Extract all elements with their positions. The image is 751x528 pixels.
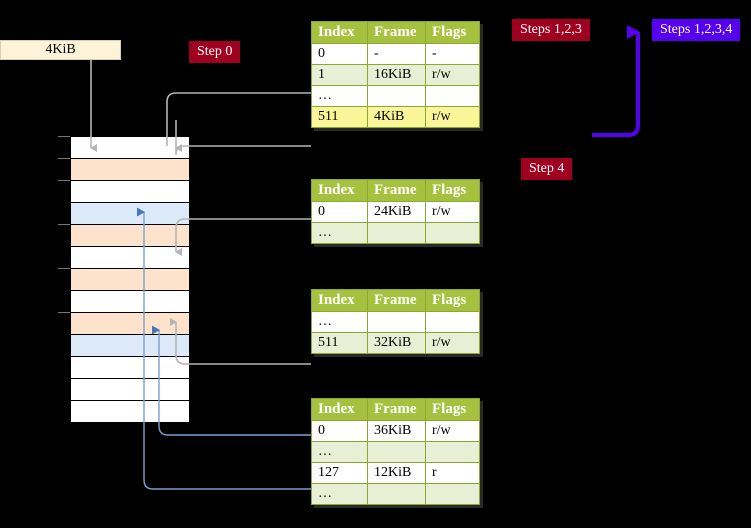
column-header-flags: Flags bbox=[425, 289, 480, 312]
badge-step4: Step 4 bbox=[521, 158, 573, 180]
cell-frame bbox=[367, 483, 426, 505]
memory-tick-6 bbox=[58, 268, 70, 269]
memory-frame-7 bbox=[70, 290, 190, 313]
column-header-frame: Frame bbox=[367, 179, 426, 202]
cell-flags: - bbox=[425, 43, 480, 65]
size-label-text: 4KiB bbox=[45, 42, 76, 57]
cell-index: 511 bbox=[311, 106, 368, 128]
cell-flags: r/w bbox=[425, 106, 480, 128]
cell-flags: r bbox=[425, 462, 480, 484]
memory-frame-2 bbox=[70, 180, 190, 203]
table-row: … bbox=[311, 85, 480, 107]
cell-flags bbox=[425, 483, 480, 505]
memory-frame-12 bbox=[70, 400, 190, 423]
column-header-flags: Flags bbox=[425, 179, 480, 202]
table-row: … bbox=[311, 311, 480, 333]
cell-flags bbox=[425, 222, 480, 244]
column-header-index: Index bbox=[311, 398, 368, 421]
cell-frame bbox=[367, 441, 426, 463]
cell-frame: 32KiB bbox=[367, 332, 426, 354]
memory-tick-2 bbox=[58, 180, 70, 181]
cell-index: 511 bbox=[311, 332, 368, 354]
badge-step0: Step 0 bbox=[189, 41, 241, 63]
cell-frame bbox=[367, 311, 426, 333]
connector-table2-to-memory bbox=[175, 218, 311, 256]
cell-index: … bbox=[311, 483, 368, 505]
cell-frame: 16KiB bbox=[367, 64, 426, 86]
cell-frame bbox=[367, 85, 426, 107]
badge-steps123: Steps 1,2,3 bbox=[512, 19, 590, 41]
column-header-flags: Flags bbox=[425, 398, 480, 421]
size-label-box: 4KiB bbox=[0, 40, 121, 60]
column-header-frame: Frame bbox=[367, 21, 426, 44]
cell-frame: 24KiB bbox=[367, 201, 426, 223]
memory-frame-8 bbox=[70, 312, 190, 335]
cell-flags: r/w bbox=[425, 64, 480, 86]
cell-frame: 4KiB bbox=[367, 106, 426, 128]
memory-frame-5 bbox=[70, 246, 190, 269]
table-row: … bbox=[311, 441, 480, 463]
memory-frame-0 bbox=[70, 136, 190, 159]
physical-memory-column bbox=[70, 136, 190, 423]
cell-frame: 36KiB bbox=[367, 420, 426, 442]
cell-flags bbox=[425, 85, 480, 107]
cell-index: … bbox=[311, 222, 368, 244]
table-row: … bbox=[311, 222, 480, 244]
memory-tick-4 bbox=[58, 224, 70, 225]
memory-tick-1 bbox=[58, 158, 70, 159]
cell-index: 127 bbox=[311, 462, 368, 484]
cell-index: … bbox=[311, 85, 368, 107]
column-header-frame: Frame bbox=[367, 398, 426, 421]
connector-table3-to-memory bbox=[170, 318, 311, 365]
cell-flags bbox=[425, 311, 480, 333]
cell-flags bbox=[425, 441, 480, 463]
column-header-flags: Flags bbox=[425, 21, 480, 44]
table-row: … bbox=[311, 483, 480, 505]
cell-index: 0 bbox=[311, 201, 368, 223]
column-header-index: Index bbox=[311, 179, 368, 202]
cell-frame bbox=[367, 222, 426, 244]
cell-index: 0 bbox=[311, 43, 368, 65]
memory-frame-4 bbox=[70, 224, 190, 247]
memory-frame-10 bbox=[70, 356, 190, 379]
column-header-index: Index bbox=[311, 289, 368, 312]
memory-frame-1 bbox=[70, 158, 190, 181]
memory-frame-6 bbox=[70, 268, 190, 291]
cell-index: 0 bbox=[311, 420, 368, 442]
column-header-frame: Frame bbox=[367, 289, 426, 312]
badge-steps1234: Steps 1,2,3,4 bbox=[652, 19, 741, 41]
memory-frame-3 bbox=[70, 202, 190, 225]
memory-frame-11 bbox=[70, 378, 190, 401]
table-row: 0-- bbox=[311, 43, 480, 65]
cell-index: … bbox=[311, 441, 368, 463]
cell-frame: - bbox=[367, 43, 426, 65]
memory-tick-8 bbox=[58, 312, 70, 313]
memory-frame-9 bbox=[70, 334, 190, 357]
recursive-mapping-arrow bbox=[592, 25, 640, 137]
cell-flags: r/w bbox=[425, 332, 480, 354]
column-header-index: Index bbox=[311, 21, 368, 44]
cell-index: … bbox=[311, 311, 368, 333]
cell-flags: r/w bbox=[425, 420, 480, 442]
cell-flags: r/w bbox=[425, 201, 480, 223]
cell-index: 1 bbox=[311, 64, 368, 86]
cell-frame: 12KiB bbox=[367, 462, 426, 484]
memory-tick-0 bbox=[58, 136, 70, 137]
